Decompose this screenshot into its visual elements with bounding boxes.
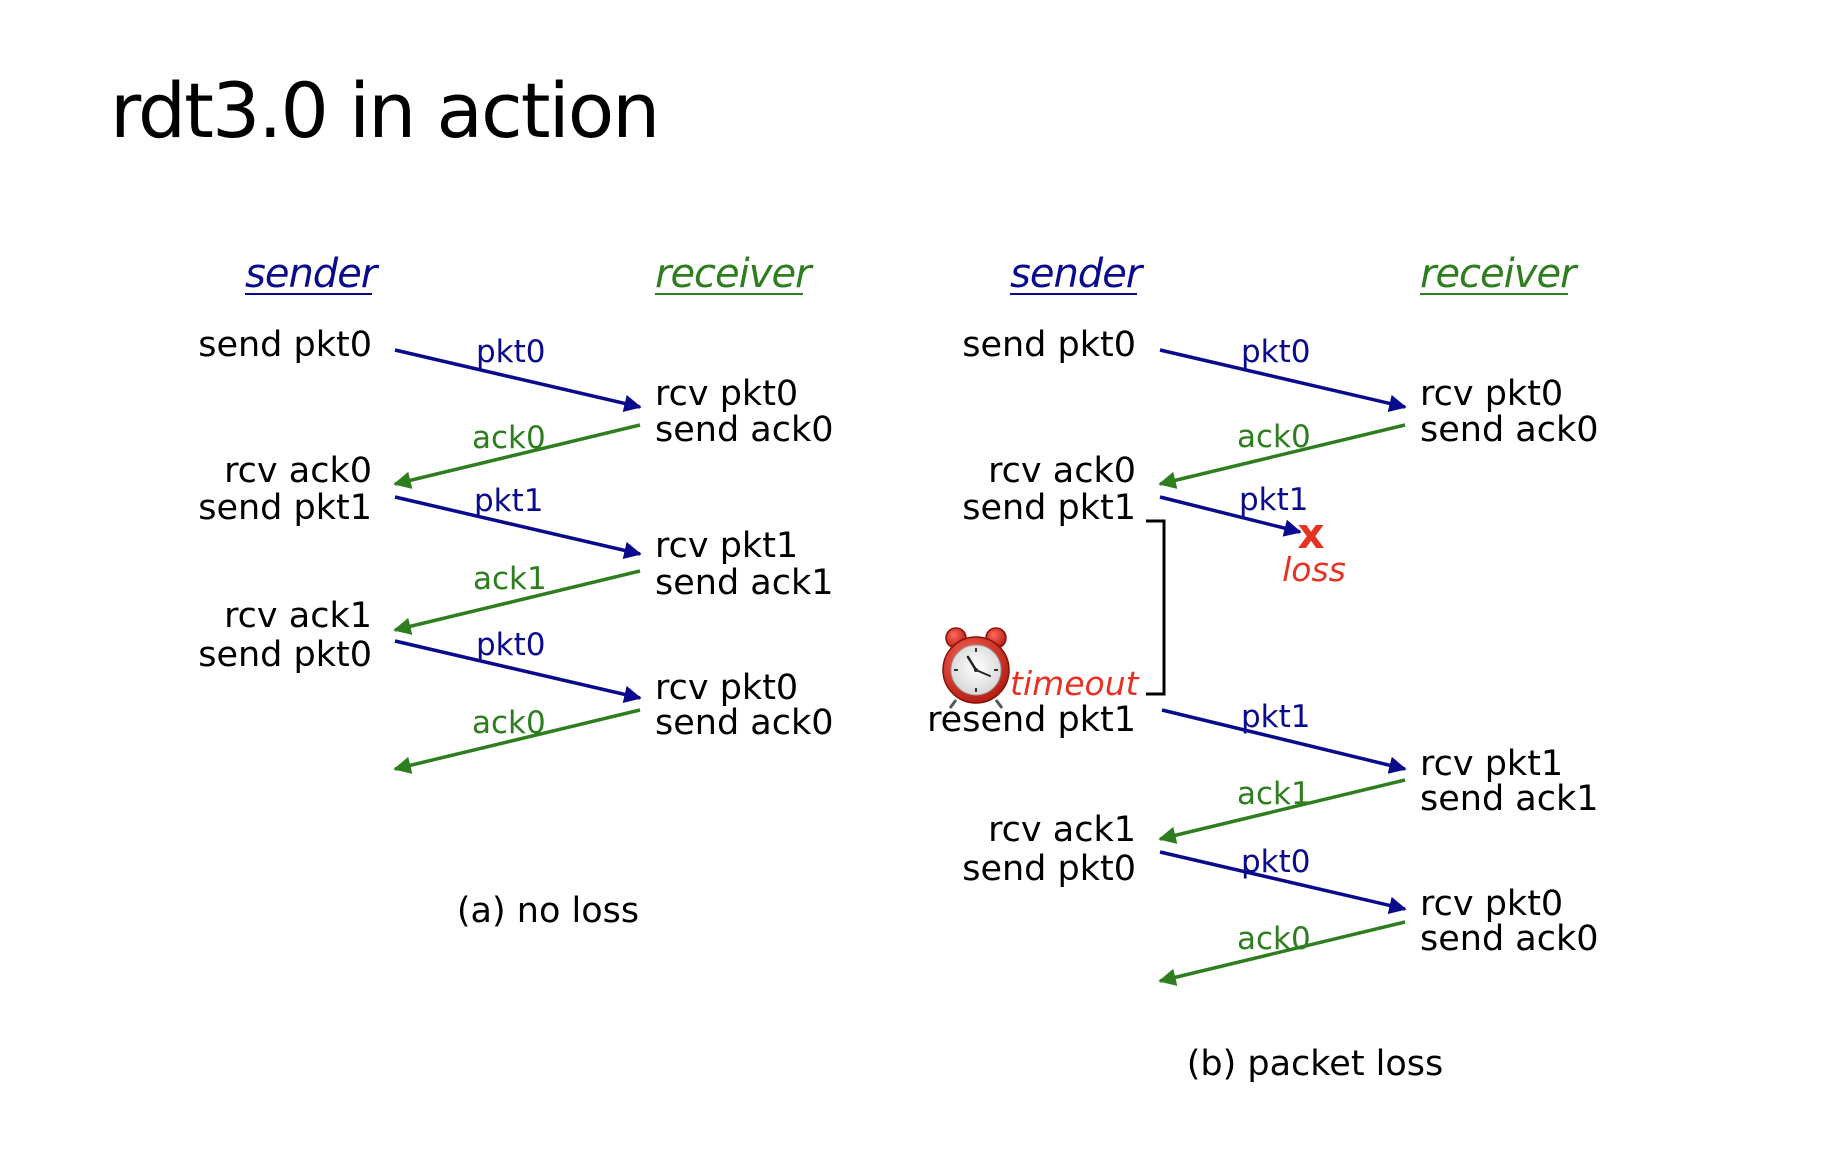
diagram-b-arrow-pkt1-resend — [1161, 708, 1407, 774]
diagram-b-arrow-ack0-2 — [1158, 920, 1406, 986]
diagram-b-arrow-pkt1-lost — [1159, 495, 1302, 537]
diagram-a-message-label: pkt1 — [474, 483, 544, 519]
diagram-a-message-label: pkt0 — [476, 334, 546, 370]
diagram-a-receiver-event: rcv pkt1 — [655, 526, 798, 566]
diagram-b-sender-event: rcv ack1 — [988, 810, 1136, 850]
diagram-a-no-loss: sender receiver send pkt0 rcv ack0 send … — [198, 251, 833, 931]
diagram-b-message-label: ack1 — [1237, 776, 1311, 812]
diagram-b-receiver-event: send ack1 — [1420, 779, 1599, 819]
diagram-b-sender-label: sender — [1010, 251, 1145, 297]
diagram-b-message-label: pkt0 — [1241, 844, 1311, 880]
diagram-b-arrow-pkt0-2 — [1159, 850, 1407, 914]
diagram-b-receiver-event: send ack0 — [1420, 919, 1599, 959]
diagram-b-sender-event: rcv ack0 — [988, 451, 1136, 491]
diagram-b-receiver-event: rcv pkt0 — [1420, 884, 1563, 924]
diagram-a-receiver-event: rcv pkt0 — [655, 374, 798, 414]
timeout-label: timeout — [1010, 664, 1140, 703]
diagram-a-receiver-event: send ack1 — [655, 563, 834, 603]
diagram-a-arrow-ack1 — [393, 569, 641, 635]
diagram-b-sender-event: resend pkt1 — [927, 700, 1136, 740]
diagram-b-sender-event: send pkt1 — [962, 488, 1136, 528]
diagram-a-sender-event: rcv ack1 — [224, 596, 372, 636]
diagram-a-sender-event: send pkt1 — [198, 488, 372, 528]
loss-label: loss — [1282, 550, 1346, 589]
diagram-b-arrow-pkt0 — [1159, 348, 1407, 412]
diagram-b-receiver-event: rcv pkt1 — [1420, 744, 1563, 784]
diagram-a-message-label: pkt0 — [476, 627, 546, 663]
diagram-a-arrow-ack0 — [393, 423, 641, 489]
diagram-a-sender-event: rcv ack0 — [224, 451, 372, 491]
diagram-a-caption: (a) no loss — [457, 891, 639, 931]
diagram-a-receiver-event: send ack0 — [655, 703, 834, 743]
diagram-b-sender-event: send pkt0 — [962, 325, 1136, 365]
diagram-a-receiver-event: rcv pkt0 — [655, 668, 798, 708]
diagram-a-receiver-event: send ack0 — [655, 410, 834, 450]
diagram-a-message-label: ack0 — [472, 705, 546, 741]
diagram-a-arrow-pkt0-2 — [394, 639, 642, 703]
diagram-a-message-label: ack0 — [472, 420, 546, 456]
diagram-b-packet-loss: sender receiver send pkt0 rcv ack0 send … — [927, 251, 1598, 1084]
timeout-bracket — [1146, 519, 1166, 696]
diagram-b-receiver-label: receiver — [1420, 251, 1579, 297]
diagram-a-message-label: ack1 — [473, 561, 547, 597]
diagram-b-arrow-ack1 — [1158, 778, 1406, 844]
diagram-b-receiver-event: send ack0 — [1420, 410, 1599, 450]
diagram-a-arrow-ack0-2 — [393, 708, 641, 774]
diagram-b-message-label: pkt1 — [1241, 699, 1311, 735]
diagram-b-arrow-ack0 — [1158, 423, 1406, 489]
diagram-a-sender-event: send pkt0 — [198, 325, 372, 365]
diagram-b-sender-event: send pkt0 — [962, 849, 1136, 889]
diagram-a-arrow-pkt0 — [394, 348, 642, 412]
loss-x-mark: x — [1297, 509, 1324, 558]
diagram-b-receiver-event: rcv pkt0 — [1420, 374, 1563, 414]
diagram-b-message-label: pkt0 — [1241, 334, 1311, 370]
diagram-b-message-label: pkt1 — [1239, 482, 1309, 518]
diagram-a-sender-label: sender — [245, 251, 380, 297]
diagram-b-message-label: ack0 — [1237, 419, 1311, 455]
diagram-a-sender-event: send pkt0 — [198, 635, 372, 675]
diagram-a-receiver-label: receiver — [655, 251, 814, 297]
diagram-a-arrow-pkt1 — [394, 495, 642, 559]
alarm-clock-icon — [942, 627, 1010, 709]
diagram-b-message-label: ack0 — [1237, 921, 1311, 957]
diagram-b-caption: (b) packet loss — [1187, 1044, 1444, 1084]
page-title: rdt3.0 in action — [110, 66, 658, 155]
